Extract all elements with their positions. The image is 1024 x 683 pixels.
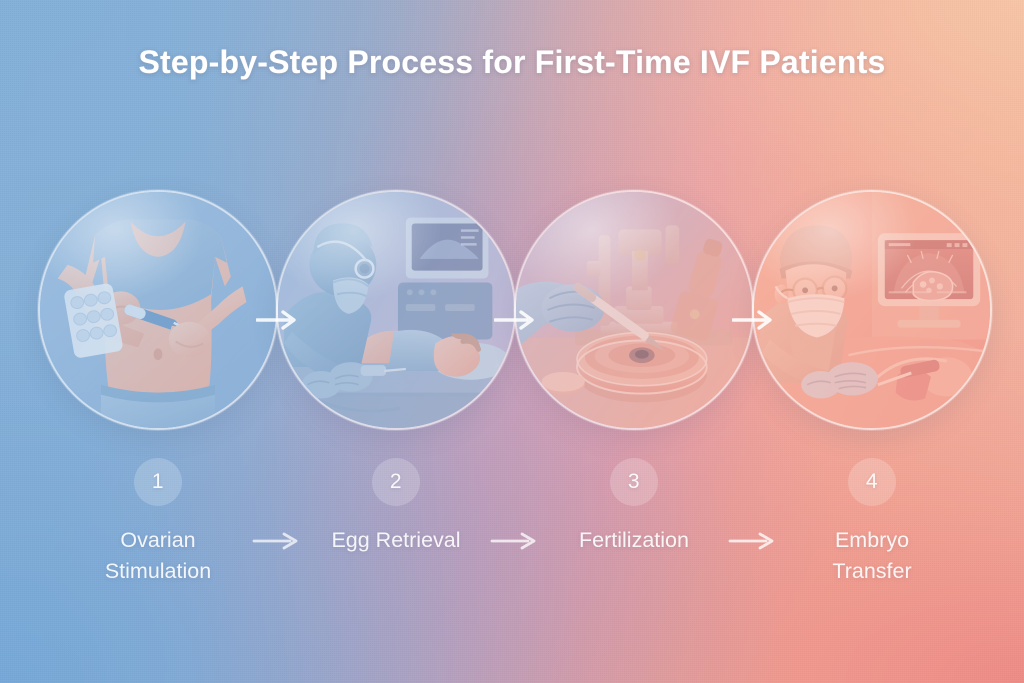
- label-arrow-2-to-3: [490, 532, 536, 550]
- step-2-color-veil: [278, 192, 514, 428]
- step-2-number-badge: 2: [372, 458, 420, 506]
- step-3-label-group[interactable]: 3 Fertilization: [514, 458, 754, 556]
- fertilization-illustration: [516, 192, 752, 428]
- step-2-illustration-circle[interactable]: [276, 190, 516, 430]
- connector-arrow-2-to-3: [494, 310, 534, 330]
- step-1-color-veil: [40, 192, 276, 428]
- step-4-illustration-circle[interactable]: [752, 190, 992, 430]
- egg-retrieval-illustration: [278, 192, 514, 428]
- step-3-number-badge: 3: [610, 458, 658, 506]
- step-2-label: Egg Retrieval: [331, 528, 461, 552]
- page-title: Step-by-Step Process for First-Time IVF …: [138, 44, 886, 80]
- step-4-number-badge: 4: [848, 458, 896, 506]
- step-1-illustration-circle[interactable]: [38, 190, 278, 430]
- step-2-label-group[interactable]: 2 Egg Retrieval: [276, 458, 516, 556]
- step-2-glass-gloss: [278, 192, 514, 428]
- step-1-label: Ovarian Stimulation: [104, 528, 212, 584]
- step-4-label-group[interactable]: 4 Embryo Transfer: [752, 458, 992, 587]
- step-3-label: Fertilization: [579, 528, 689, 552]
- connector-arrow-1-to-2: [256, 310, 296, 330]
- step-3-glass-gloss: [516, 192, 752, 428]
- label-arrow-1-to-2: [252, 532, 298, 550]
- step-3-color-veil: [516, 192, 752, 428]
- step-4-label: Embryo Transfer: [832, 528, 912, 584]
- ovarian-stimulation-illustration: [40, 192, 276, 428]
- step-1-number-badge: 1: [134, 458, 182, 506]
- step-1-glass-gloss: [40, 192, 276, 428]
- label-arrow-3-to-4: [728, 532, 774, 550]
- step-4-glass-gloss: [754, 192, 990, 428]
- step-4-color-veil: [754, 192, 990, 428]
- embryo-transfer-illustration: [754, 192, 990, 428]
- connector-arrow-3-to-4: [732, 310, 772, 330]
- step-3-illustration-circle[interactable]: [514, 190, 754, 430]
- step-1-label-group[interactable]: 1 Ovarian Stimulation: [38, 458, 278, 587]
